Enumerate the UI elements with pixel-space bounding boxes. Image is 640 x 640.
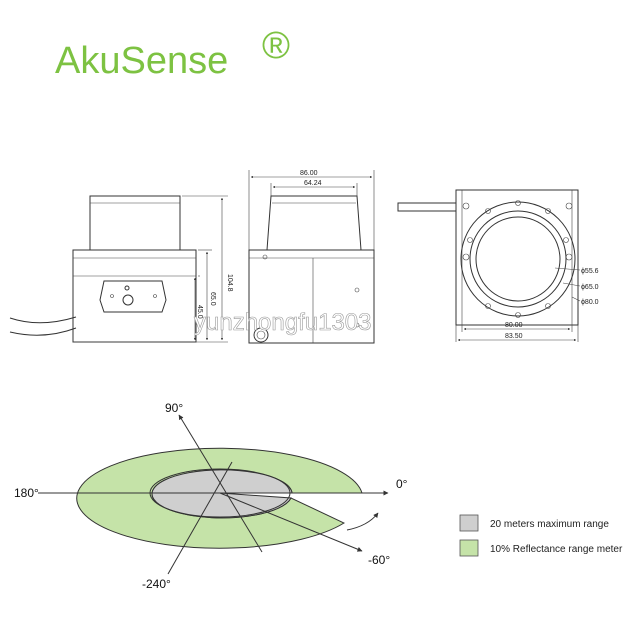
- legend-label-reflectance: 10% Reflectance range meter: [490, 544, 623, 555]
- dim-diameter-2: ϕ65.0: [581, 284, 599, 291]
- dim-height-total: 104.8: [226, 274, 233, 292]
- rotation-arrow: [346, 512, 379, 531]
- back-view-drawing: ϕ55.6 ϕ65.0 ϕ80.0 80.00 83.50: [397, 189, 599, 342]
- legend-swatch-max-range: [459, 514, 479, 532]
- legend-swatch-reflectance: [459, 539, 479, 557]
- axis-90-deg: [178, 414, 263, 553]
- legend: 20 meters maximum range 10% Reflectance …: [459, 514, 623, 557]
- angle-label-90: 90°: [165, 401, 183, 415]
- range-diagram: 90° 180° 0° -240° -60°: [14, 401, 408, 591]
- dim-width-top: 64.24: [304, 180, 322, 187]
- dim-diameter-1: ϕ55.6: [581, 268, 599, 275]
- dim-width-outer: 83.50: [505, 333, 523, 340]
- angle-label-neg240: -240°: [142, 577, 171, 591]
- dim-width-inner: 80.00: [505, 322, 523, 329]
- front-view-drawing: 104.8 65.0 45.0: [9, 195, 233, 343]
- angle-label-neg60: -60°: [368, 553, 390, 567]
- axis-neg60-deg: [219, 492, 363, 552]
- side-view-drawing: 86.00 64.24: [248, 170, 375, 344]
- brand-name: AkuSense: [55, 40, 228, 82]
- brand-logo: AkuSense ®: [55, 25, 290, 82]
- dim-height-lower: 45.0: [196, 305, 203, 319]
- angle-label-180: 180°: [14, 486, 39, 500]
- angle-label-0: 0°: [396, 477, 408, 491]
- dim-height-body: 65.0: [209, 292, 216, 306]
- registered-mark: ®: [262, 25, 290, 67]
- watermark-text: yunzhongfu1303: [194, 309, 372, 336]
- dim-width-total: 86.00: [300, 170, 318, 177]
- axis-neg240-deg: [167, 461, 233, 575]
- dim-diameter-3: ϕ80.0: [581, 299, 599, 306]
- legend-label-max-range: 20 meters maximum range: [490, 519, 609, 530]
